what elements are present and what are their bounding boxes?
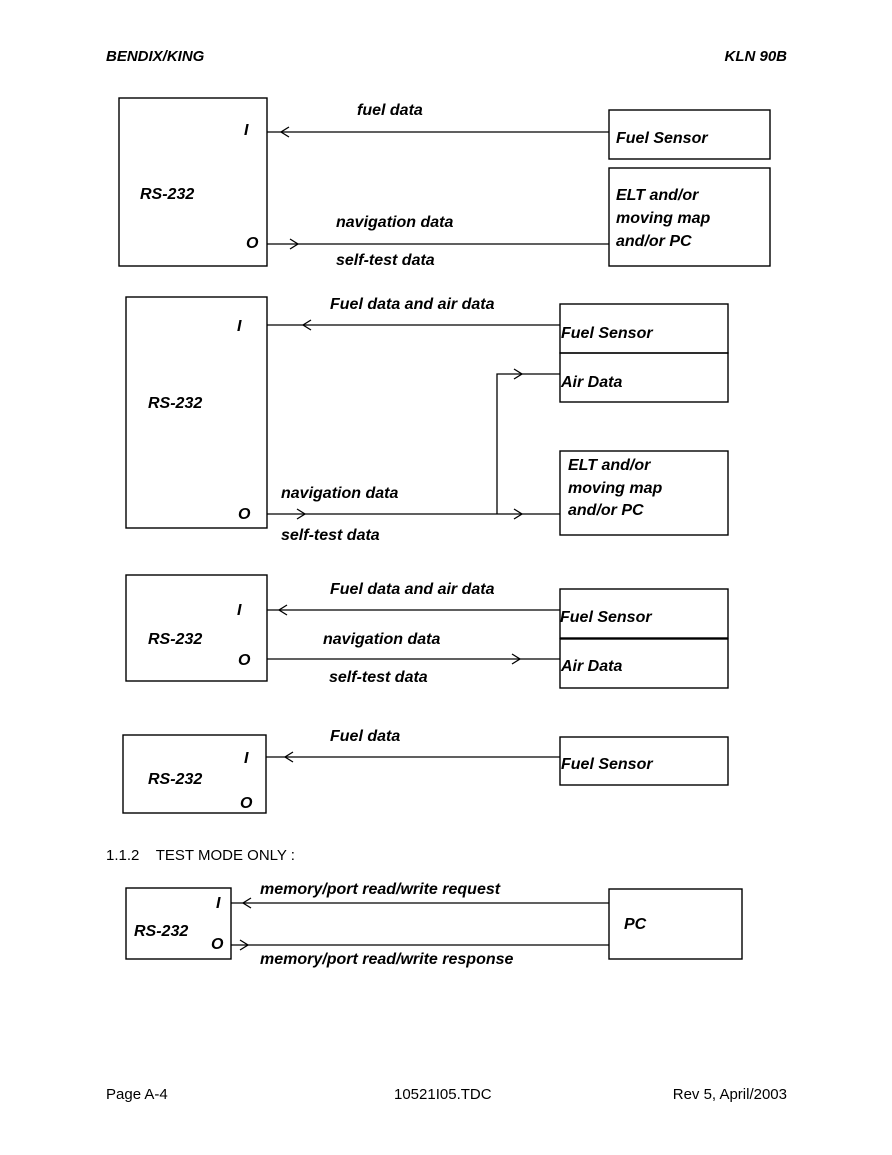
input-data-label: Fuel data and air data — [330, 296, 495, 313]
input-data-label: fuel data — [357, 102, 423, 119]
section-heading: 1.1.2 TEST MODE ONLY : — [106, 847, 295, 864]
selftest-data-label: self-test data — [329, 669, 428, 686]
elt-label-line: and/or PC — [616, 233, 692, 250]
input-arrowhead — [283, 751, 294, 763]
input-arrowhead — [279, 126, 290, 138]
port-in-label: I — [237, 602, 242, 619]
port-in-label: I — [244, 750, 249, 767]
elt-label-line: moving map — [616, 210, 710, 227]
air-data-box — [559, 638, 729, 689]
port-out-label: O — [246, 235, 259, 252]
output-arrowhead — [289, 238, 300, 250]
elt-label: ELT and/or moving map and/or PC — [616, 187, 715, 250]
diagram-2: RS-232 I O Fuel Sensor Air Data ELT and/… — [125, 296, 729, 544]
diagram-5: RS-232 I O PC memory/port read/write req… — [125, 881, 743, 968]
rs232-box — [125, 887, 232, 960]
branch-arrowhead — [513, 368, 524, 380]
port-in-label: I — [237, 318, 242, 335]
elt-label-line: ELT and/or — [568, 457, 651, 474]
selftest-data-label: self-test data — [281, 527, 380, 544]
diagram-3: RS-232 I O Fuel Sensor Air Data Fuel dat… — [125, 574, 729, 689]
fuel-sensor-label: Fuel Sensor — [560, 609, 652, 626]
request-label: memory/port read/write request — [260, 881, 501, 898]
elt-label: ELT and/or moving map and/or PC — [568, 457, 667, 519]
fuel-sensor-box — [559, 736, 729, 786]
fuel-sensor-label: Fuel Sensor — [561, 756, 653, 773]
output-arrowhead — [296, 508, 307, 520]
header-company: BENDIX/KING — [106, 48, 205, 65]
rs232-label: RS-232 — [134, 923, 188, 940]
rs232-label: RS-232 — [148, 631, 202, 648]
pc-box — [608, 888, 743, 960]
fuel-sensor-box — [608, 109, 771, 160]
port-in-label: I — [216, 895, 221, 912]
response-label: memory/port read/write response — [260, 951, 514, 968]
footer-page-number: Page A-4 — [106, 1086, 168, 1103]
fuel-sensor-label: Fuel Sensor — [561, 325, 653, 342]
rs232-label: RS-232 — [148, 395, 202, 412]
rs232-box — [118, 97, 268, 267]
fuel-sensor-box — [559, 588, 729, 639]
rs232-label: RS-232 — [140, 186, 194, 203]
elt-label-line: and/or PC — [568, 502, 644, 519]
air-data-box — [559, 352, 729, 403]
fuel-sensor-label: Fuel Sensor — [616, 130, 708, 147]
port-out-label: O — [240, 795, 253, 812]
elt-box — [559, 450, 729, 536]
port-in-label: I — [244, 122, 249, 139]
input-data-label: Fuel data and air data — [330, 581, 495, 598]
request-arrowhead — [241, 897, 252, 909]
header-model: KLN 90B — [724, 48, 787, 65]
input-arrowhead — [301, 319, 312, 331]
diagram-1: RS-232 I O Fuel Sensor ELT and/or moving… — [118, 97, 771, 269]
output-data-label: navigation data — [281, 485, 398, 502]
response-arrowhead — [239, 939, 250, 951]
selftest-data-label: self-test data — [336, 252, 435, 269]
elt-label-line: moving map — [568, 480, 662, 497]
output-data-label: navigation data — [323, 631, 440, 648]
diagram-4: RS-232 I O Fuel Sensor Fuel data — [122, 728, 729, 814]
output-arrowhead — [511, 653, 522, 665]
rs232-box — [125, 574, 268, 682]
output-data-label: navigation data — [336, 214, 453, 231]
rs232-box — [122, 734, 267, 814]
port-out-label: O — [238, 652, 251, 669]
rs232-box — [125, 296, 268, 529]
air-data-label: Air Data — [560, 374, 622, 391]
footer-document-id: 10521I05.TDC — [394, 1086, 492, 1103]
input-data-label: Fuel data — [330, 728, 400, 745]
port-out-label: O — [211, 936, 224, 953]
elt-label-line: ELT and/or — [616, 187, 699, 204]
elt-arrowhead — [513, 508, 524, 520]
air-data-label: Air Data — [560, 658, 622, 675]
rs232-label: RS-232 — [148, 771, 202, 788]
elt-box — [608, 167, 771, 267]
footer-revision: Rev 5, April/2003 — [672, 1086, 787, 1103]
pc-label: PC — [624, 916, 647, 933]
input-arrowhead — [277, 604, 288, 616]
air-data-branch-line — [496, 373, 560, 514]
port-out-label: O — [238, 506, 251, 523]
